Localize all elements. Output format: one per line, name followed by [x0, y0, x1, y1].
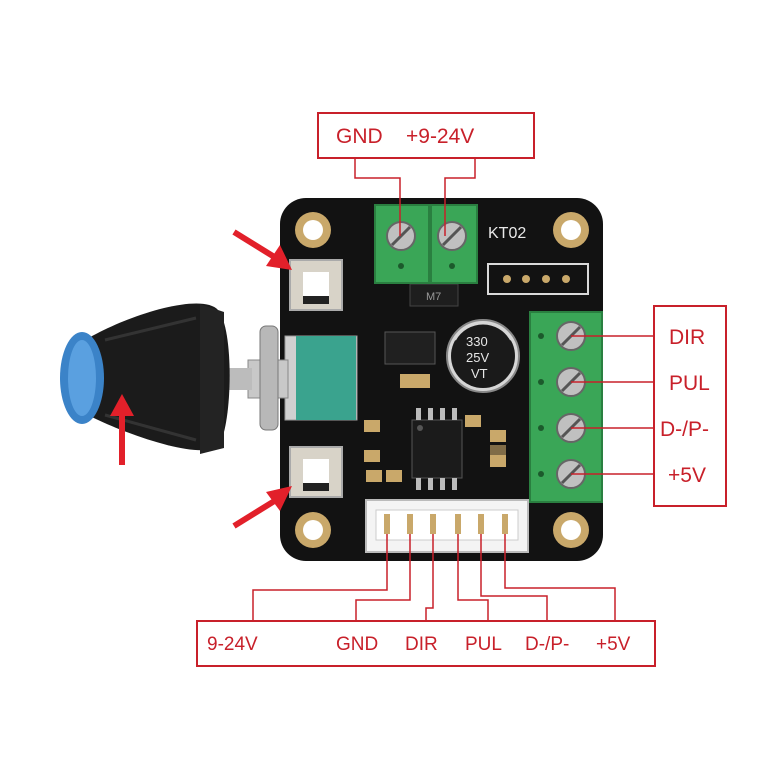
- bottom-label-5v: +5V: [596, 634, 631, 655]
- diode-chip: M7: [409, 283, 459, 307]
- pin-header: [487, 263, 589, 295]
- push-button-top[interactable]: [289, 259, 343, 311]
- chip-marking: M7: [426, 291, 441, 303]
- right-label-pul: PUL: [669, 372, 710, 395]
- mounting-hole: [553, 512, 589, 548]
- mosfet: [384, 331, 436, 388]
- right-leader-lines: [571, 335, 654, 475]
- knob[interactable]: [60, 303, 230, 454]
- top-terminal-block: [374, 204, 478, 284]
- potentiometer: [226, 325, 358, 431]
- mounting-hole: [295, 212, 331, 248]
- smd-components: [364, 415, 506, 482]
- right-label-box: DIR PUL D-/P- +5V: [653, 305, 727, 507]
- right-terminal-block: [529, 311, 603, 503]
- bottom-label-box: 9-24V GND DIR PUL D-/P- +5V: [196, 620, 656, 667]
- mounting-hole: [553, 212, 589, 248]
- arrow-icon: [232, 486, 292, 529]
- right-label-dp: D-/P-: [660, 418, 709, 441]
- right-label-dir: DIR: [669, 326, 705, 349]
- pcb-board: KT02 M7 330 25V VT: [280, 198, 603, 561]
- mounting-hole: [295, 512, 331, 548]
- right-label-5v: +5V: [668, 464, 706, 487]
- bottom-label-pul: PUL: [465, 634, 502, 655]
- arrow-icon: [232, 229, 292, 270]
- bottom-leader-lines: [252, 534, 616, 621]
- arrow-icon: [110, 394, 134, 465]
- top-label-power: +9-24V: [406, 125, 474, 148]
- ic-chip: [411, 408, 463, 490]
- board-model-label: KT02: [488, 225, 526, 242]
- bottom-label-power: 9-24V: [207, 634, 258, 655]
- bottom-label-dir: DIR: [405, 634, 438, 655]
- bottom-label-gnd: GND: [336, 634, 378, 655]
- top-label-gnd: GND: [336, 125, 383, 148]
- top-leader-lines: [354, 158, 476, 236]
- electrolytic-capacitor: 330 25V VT: [446, 319, 520, 393]
- push-button-bottom[interactable]: [289, 446, 343, 498]
- bottom-label-dp: D-/P-: [525, 634, 569, 655]
- capacitor-line1: 330: [466, 334, 488, 349]
- capacitor-line2: 25V: [466, 350, 489, 365]
- capacitor-line3: VT: [471, 366, 488, 381]
- six-pin-connector: [365, 499, 529, 553]
- top-label-box: GND +9-24V: [317, 112, 535, 159]
